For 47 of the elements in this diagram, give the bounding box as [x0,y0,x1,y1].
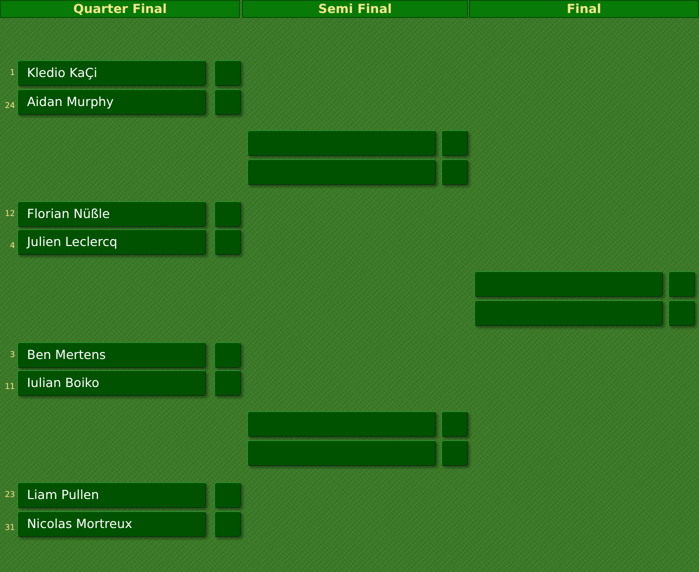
score-box [441,411,468,437]
player-name: Aidan Murphy [27,94,114,110]
score-box [441,159,468,185]
round-header: Quarter Final [0,0,240,18]
score-box [214,229,241,255]
player-name: Liam Pullen [27,487,100,503]
player-name: Iulian Boiko [27,375,100,391]
player-name: Julien Leclercq [27,234,118,250]
player-slot [17,342,206,368]
score-box [214,60,241,86]
seed-number: 1 [8,68,15,77]
round-header: Semi Final [242,0,468,18]
score-box [214,89,241,115]
player-slot [17,482,206,508]
player-slot [474,271,663,297]
score-box [214,511,241,537]
seed-number: 4 [8,241,15,250]
player-slot [17,511,206,537]
player-slot [247,159,436,185]
seed-number: 23 [4,490,15,499]
player-slot [17,370,206,396]
seed-number: 12 [4,209,15,218]
score-box [668,300,695,326]
player-slot [17,201,206,227]
score-box [214,201,241,227]
player-name: Florian Nüßle [27,206,110,222]
player-slot [247,130,436,156]
score-box [214,370,241,396]
player-slot [247,411,436,437]
player-slot [17,89,206,115]
player-slot [17,60,206,86]
round-header: Final [469,0,699,18]
player-name: Nicolas Mortreux [27,516,132,532]
score-box [214,342,241,368]
seed-number: 31 [4,523,15,532]
player-name: Kledio KaÇi [27,65,98,81]
score-box [441,130,468,156]
score-box [214,482,241,508]
seed-number: 24 [4,101,15,110]
score-box [668,271,695,297]
player-name: Ben Mertens [27,347,106,363]
seed-number: 3 [8,350,15,359]
score-box [441,440,468,466]
player-slot [17,229,206,255]
player-slot [247,440,436,466]
player-slot [474,300,663,326]
seed-number: 11 [4,382,15,391]
